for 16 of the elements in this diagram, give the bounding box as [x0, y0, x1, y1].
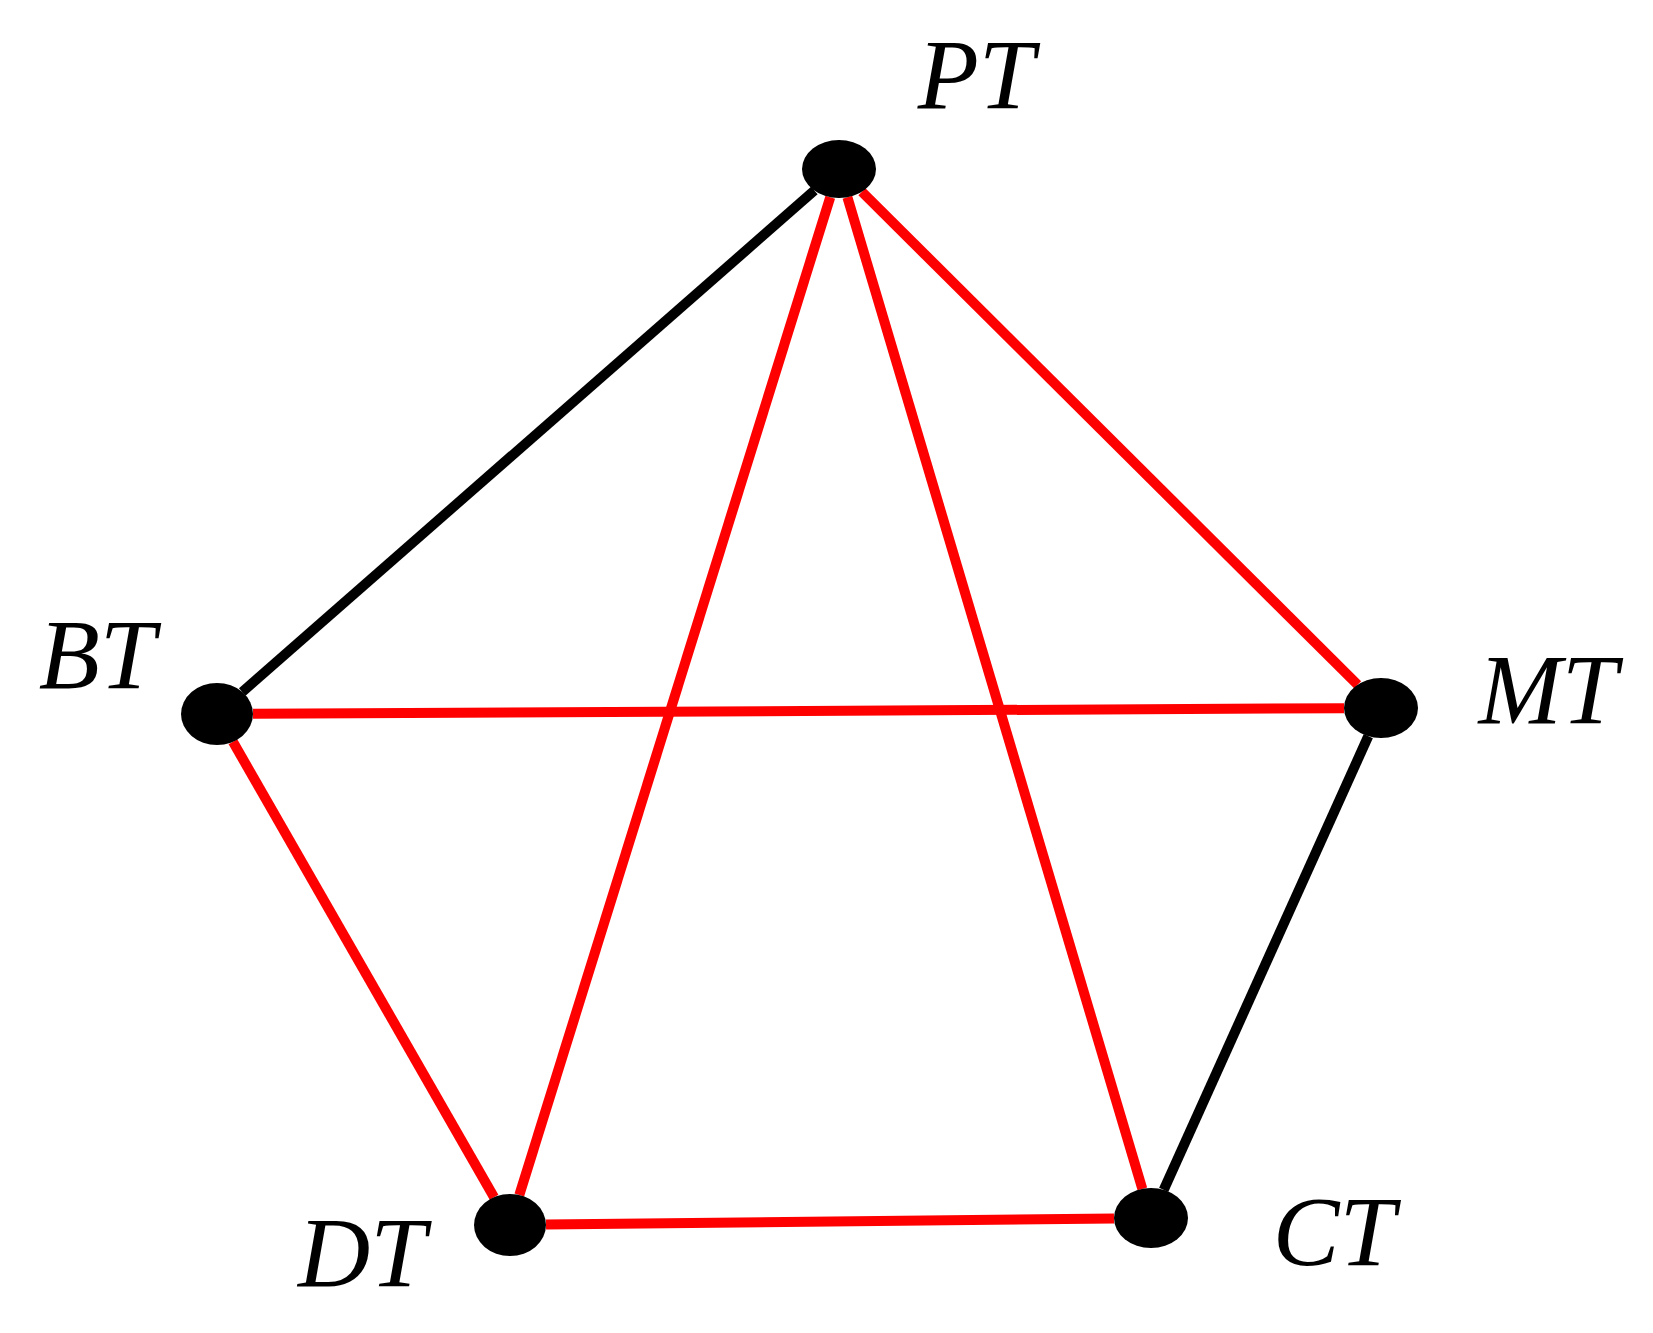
node-dot: [1344, 678, 1418, 738]
connector-line: [545, 1213, 1115, 1230]
node-label: MT: [1463, 631, 1633, 747]
connector-line: [228, 739, 499, 1200]
node-label: DT: [283, 1194, 441, 1310]
node-dot: [181, 683, 253, 745]
connector-line: [858, 188, 1362, 689]
node-label: PT: [902, 16, 1050, 132]
connector-line: [238, 186, 818, 696]
connector-line: [252, 703, 1345, 719]
connector-line: [1159, 734, 1373, 1192]
node-dot: [802, 140, 876, 198]
node-label: CT: [1257, 1173, 1411, 1289]
node-label: BT: [23, 596, 171, 712]
connector-line: [514, 195, 835, 1197]
connector-line: [842, 195, 1148, 1191]
